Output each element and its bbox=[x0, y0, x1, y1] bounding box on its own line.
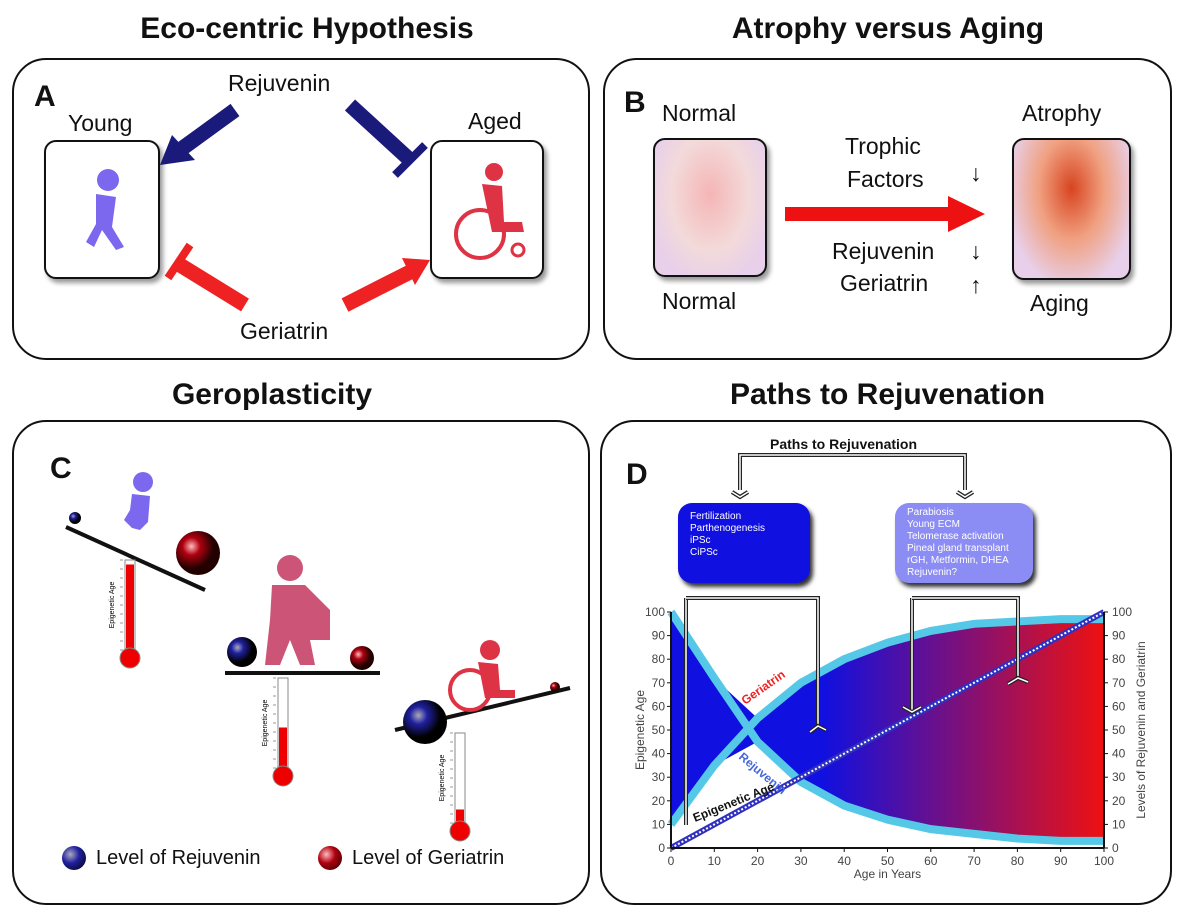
atrophy-label: Atrophy bbox=[1022, 100, 1102, 126]
panel-d-title: Paths to Rejuvenation bbox=[729, 378, 1046, 411]
geriatrin-label: Geriatrin bbox=[240, 318, 329, 344]
geriatrin-label-b: Geriatrin bbox=[840, 270, 929, 296]
panel-a bbox=[12, 58, 590, 360]
panel-b-title: Atrophy versus Aging bbox=[731, 12, 1045, 45]
legend-rejuvenin: Level of Rejuvenin bbox=[62, 846, 261, 870]
aged-label: Aged bbox=[468, 108, 522, 134]
legend-geriatrin: Level of Geriatrin bbox=[318, 846, 504, 870]
normal-bottom-label: Normal bbox=[662, 288, 737, 314]
panel-a-letter: A bbox=[34, 80, 56, 113]
wheelchair-person-icon bbox=[454, 163, 526, 260]
path-item: Fertilization bbox=[690, 511, 742, 522]
legend-geriatrin-text: Level of Geriatrin bbox=[352, 846, 505, 869]
rejuvenin-label: Rejuvenin bbox=[228, 70, 331, 96]
panel-c-letter: C bbox=[50, 452, 72, 485]
young-person-icon bbox=[86, 169, 124, 250]
path-item: Young ECM bbox=[907, 519, 960, 530]
aging-label: Aging bbox=[1030, 290, 1089, 316]
panel-b-letter: B bbox=[624, 86, 646, 119]
down-arrow-trophic: ↓ bbox=[970, 160, 982, 186]
trophic-label: Trophic bbox=[845, 133, 921, 159]
path-item: Parthenogenesis bbox=[690, 523, 766, 534]
geriatrin-ball-icon bbox=[318, 846, 342, 870]
young-label: Young bbox=[68, 110, 133, 136]
young-figure bbox=[44, 140, 160, 279]
path-item: Telomerase activation bbox=[907, 531, 1004, 542]
rejuvenin-label-b: Rejuvenin bbox=[832, 238, 935, 264]
path-item: rGH, Metformin, DHEA bbox=[907, 555, 1009, 566]
panel-b bbox=[603, 58, 1172, 360]
legend-rejuvenin-text: Level of Rejuvenin bbox=[96, 846, 261, 869]
rejuvenin-ball-icon bbox=[62, 846, 86, 870]
normal-brain-image bbox=[653, 138, 767, 277]
path-item: Parabiosis bbox=[907, 507, 954, 518]
path-item: iPSc bbox=[690, 535, 711, 546]
path-item: Rejuvenin? bbox=[907, 567, 958, 578]
path-item: CiPSc bbox=[690, 547, 718, 558]
paths-inner-title: Paths to Rejuvenation bbox=[770, 436, 918, 452]
aged-figure bbox=[430, 140, 544, 279]
atrophy-brain-image bbox=[1012, 138, 1131, 280]
normal-top-label: Normal bbox=[662, 100, 737, 126]
panel-d bbox=[600, 420, 1172, 905]
panel-c bbox=[12, 420, 590, 905]
up-arrow-geriatrin: ↑ bbox=[970, 272, 982, 298]
panel-c-title: Geroplasticity bbox=[171, 378, 373, 411]
factors-label: Factors bbox=[847, 166, 924, 192]
panel-a-title: Eco-centric Hypothesis bbox=[140, 12, 474, 45]
path-item: Pineal gland transplant bbox=[907, 543, 1009, 554]
down-arrow-rejuvenin: ↓ bbox=[970, 238, 982, 264]
panel-d-letter: D bbox=[626, 458, 648, 491]
